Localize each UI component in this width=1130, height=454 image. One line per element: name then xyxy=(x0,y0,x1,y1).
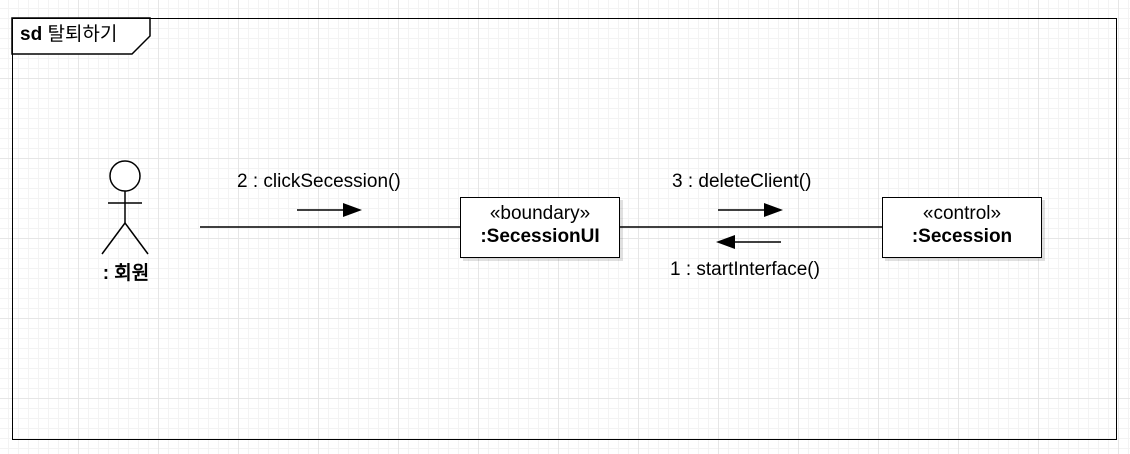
actor-label: : 회원 xyxy=(102,263,150,284)
object-name: :SecessionUI xyxy=(480,226,600,247)
frame-name: 탈퇴하기 xyxy=(47,24,118,45)
actor-left-leg xyxy=(101,222,126,255)
object-stereotype: «control» xyxy=(922,203,1002,224)
frame-title: sd 탈퇴하기 xyxy=(20,21,117,49)
message-label-clicksecession: 2 : clickSecession() xyxy=(237,171,401,192)
message-label-startinterface: 1 : startInterface() xyxy=(670,259,820,280)
sequence-frame xyxy=(12,18,1117,440)
actor-figure xyxy=(101,160,149,255)
frame-keyword: sd xyxy=(20,24,43,45)
message-label-deleteclient: 3 : deleteClient() xyxy=(672,171,812,192)
object-stereotype: «boundary» xyxy=(489,203,591,224)
object-secessionui[interactable]: «boundary» :SecessionUI xyxy=(460,197,620,258)
arrow-clicksecession xyxy=(297,203,362,217)
object-name: :Secession xyxy=(911,226,1013,247)
arrow-startinterface xyxy=(716,235,781,249)
object-secession[interactable]: «control» :Secession xyxy=(882,197,1042,258)
arrow-deleteclient xyxy=(718,203,783,217)
actor-right-leg xyxy=(124,222,149,255)
